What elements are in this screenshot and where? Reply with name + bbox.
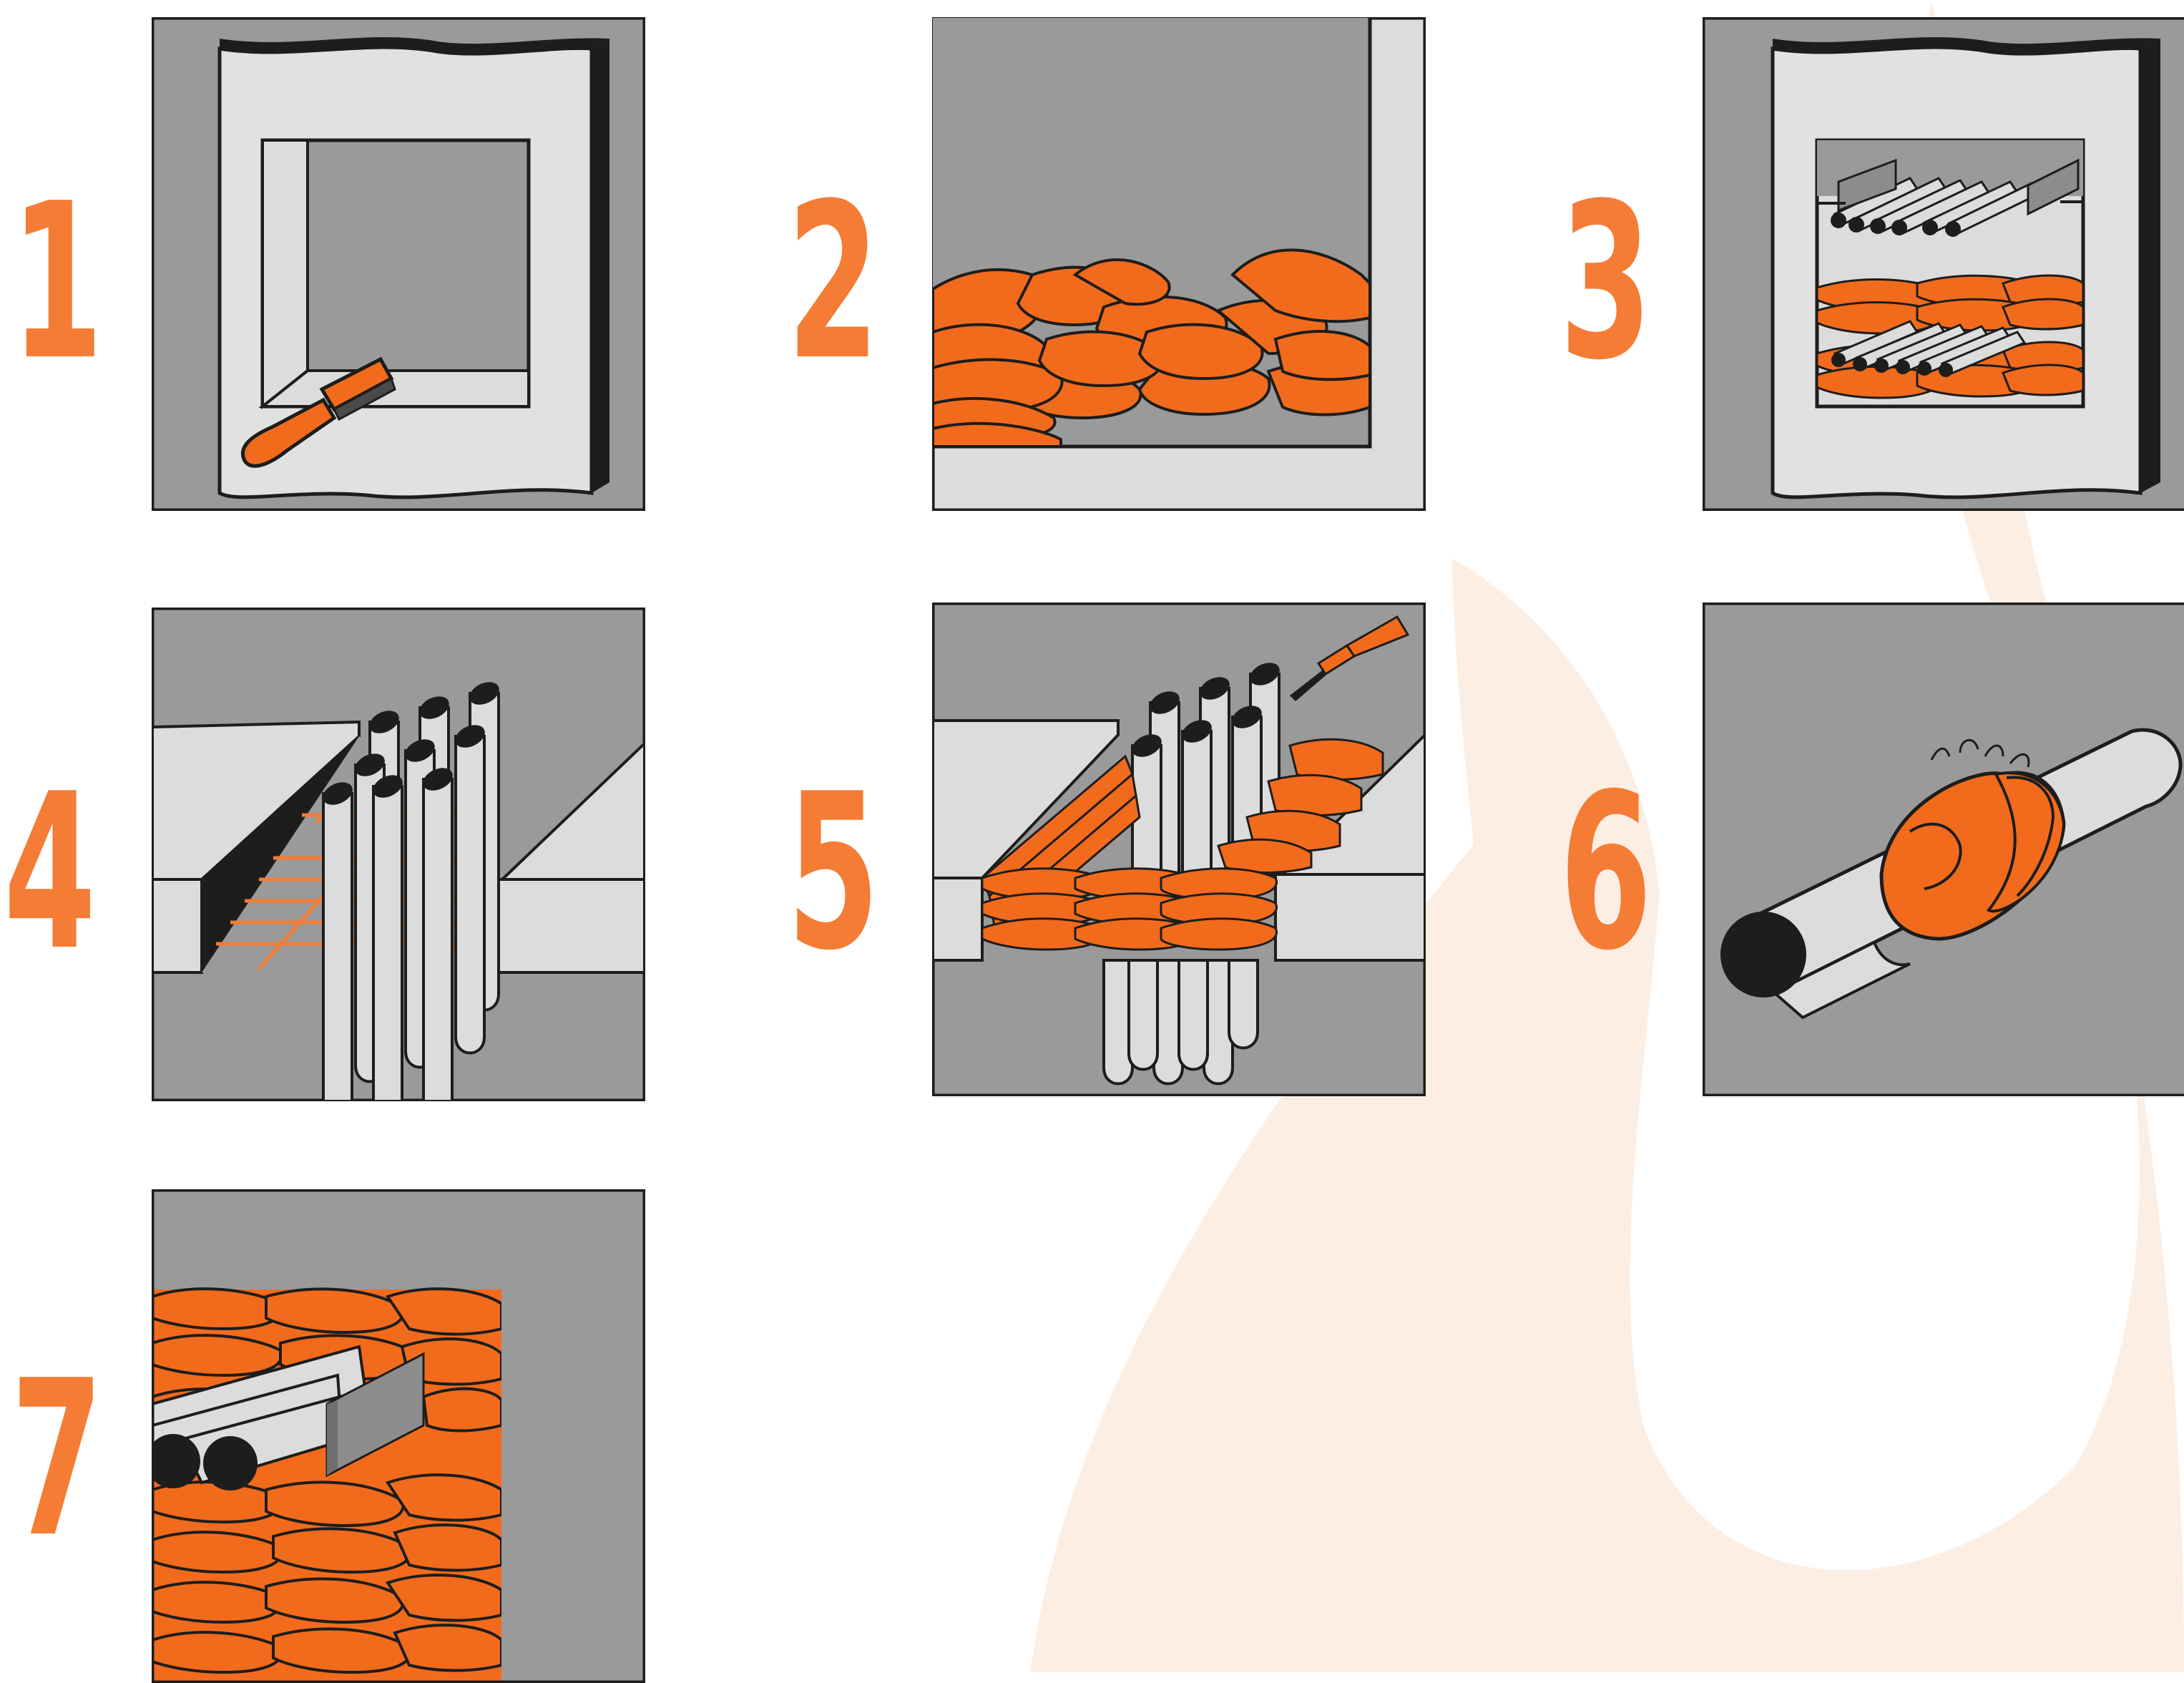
step-1-illustration xyxy=(152,17,645,511)
step-5-number: 5 xyxy=(787,766,879,980)
wrap-collar-on-pipe-icon xyxy=(1703,603,2184,1096)
step-7-number: 7 xyxy=(11,1352,103,1567)
step-2-number: 2 xyxy=(787,175,879,390)
step-5-illustration xyxy=(932,603,1426,1096)
pipes-through-floor-with-mesh-icon xyxy=(152,608,645,1101)
brush-cleaning-opening-icon xyxy=(152,17,645,511)
step-4-number: 4 xyxy=(4,766,96,980)
step-6-number: 6 xyxy=(1559,766,1652,980)
filled-opening-with-pipes-icon xyxy=(152,1189,645,1683)
step-4-illustration xyxy=(152,608,645,1101)
step-3-number: 3 xyxy=(1559,175,1652,390)
pillows-with-pipes-in-opening-icon xyxy=(1703,17,2184,511)
step-7-illustration xyxy=(152,1189,645,1683)
step-2-illustration xyxy=(932,17,1426,511)
pillows-around-pipes-with-sealant-icon xyxy=(932,603,1426,1096)
step-1-number: 1 xyxy=(11,175,103,390)
fire-pillow-layer-icon xyxy=(932,17,1426,511)
step-3-illustration xyxy=(1703,17,2184,511)
step-6-illustration xyxy=(1703,603,2184,1096)
